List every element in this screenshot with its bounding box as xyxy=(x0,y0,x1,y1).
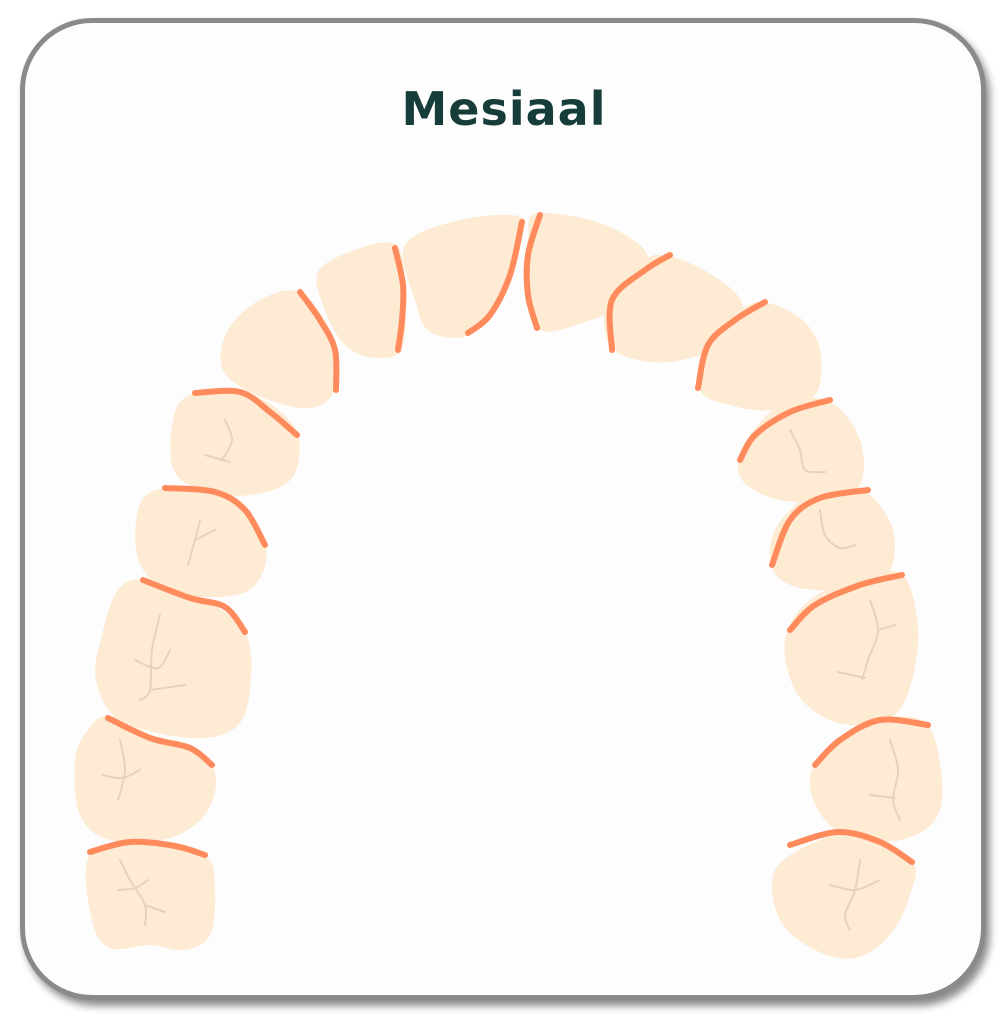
tooth-crown xyxy=(95,579,252,739)
mesial-surface-highlight xyxy=(162,485,268,548)
tooth-fissure xyxy=(221,419,234,461)
tooth-crown xyxy=(809,716,943,843)
tooth-fissure xyxy=(204,454,231,463)
tooth-right-canine xyxy=(695,299,822,411)
mesial-surface-highlight xyxy=(297,289,340,393)
tooth-fissure xyxy=(194,529,216,541)
tooth-fissure xyxy=(134,649,171,670)
tooth-fissure xyxy=(843,859,861,931)
mesial-surface-highlight xyxy=(787,828,915,865)
tooth-crown xyxy=(85,842,216,951)
tooth-right-second-molar xyxy=(809,716,943,843)
tooth-fissure xyxy=(829,879,881,892)
tooth-crown xyxy=(170,389,300,496)
diagram-title: Mesiaal xyxy=(401,82,607,136)
tooth-left-second-premolar xyxy=(135,485,268,598)
tooth-left-second-molar xyxy=(74,715,217,843)
mesial-surface-highlight xyxy=(192,387,300,438)
tooth-left-lateral-incisor xyxy=(316,242,407,359)
mesial-surface-highlight xyxy=(695,299,768,391)
tooth-fissure xyxy=(861,599,880,681)
mesial-surface-highlight xyxy=(812,716,931,768)
tooth-crown xyxy=(135,486,267,598)
tooth-left-third-molar xyxy=(85,838,216,951)
mesial-surface-highlight xyxy=(737,397,833,463)
tooth-left-first-molar xyxy=(95,577,252,739)
tooth-crown xyxy=(771,830,917,959)
tooth-fissure xyxy=(101,769,141,780)
tooth-right-lateral-incisor xyxy=(603,252,744,363)
mesial-surface-highlight xyxy=(140,577,248,635)
mesial-surface-highlight xyxy=(769,487,871,568)
tooth-left-canine xyxy=(220,289,340,409)
tooth-fissure xyxy=(139,614,161,701)
tooth-fissure xyxy=(889,739,901,821)
mesial-surface-highlight xyxy=(787,572,905,633)
tooth-crown xyxy=(316,242,406,359)
mesial-surface-highlight xyxy=(465,219,525,336)
tooth-left-central-incisor xyxy=(402,214,525,338)
tooth-crown xyxy=(784,570,919,726)
tooth-fissure xyxy=(869,794,896,799)
tooth-right-first-premolar xyxy=(737,397,865,503)
tooth-fissure xyxy=(837,671,866,679)
tooth-right-third-molar xyxy=(771,828,917,959)
mesial-surface-highlight xyxy=(392,245,407,353)
mesial-surface-highlight xyxy=(87,838,208,858)
tooth-fissure xyxy=(149,684,186,691)
mesial-surface-highlight xyxy=(523,212,543,331)
mesial-surface-highlight xyxy=(606,252,673,353)
tooth-crown xyxy=(74,715,217,843)
mesial-surface-highlight xyxy=(105,715,215,768)
tooth-crown xyxy=(603,254,744,363)
tooth-fissure xyxy=(819,509,856,550)
tooth-crown xyxy=(220,290,339,409)
tooth-fissure xyxy=(119,859,148,926)
tooth-right-first-molar xyxy=(784,570,919,726)
tooth-crown xyxy=(698,302,822,411)
tooth-fissure xyxy=(117,739,127,801)
tooth-right-second-premolar xyxy=(769,486,895,591)
tooth-fissure xyxy=(877,624,896,631)
tooth-fissure xyxy=(144,904,166,913)
tooth-fissure xyxy=(789,429,826,474)
tooth-fissure xyxy=(117,879,149,891)
tooth-crown xyxy=(769,486,895,591)
tooth-left-first-premolar xyxy=(170,387,300,496)
